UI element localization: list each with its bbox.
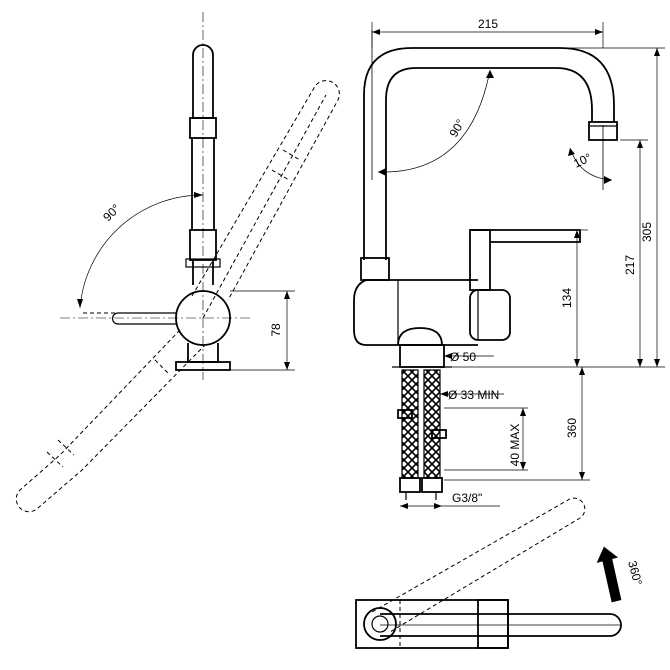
- outlet-tilt-label: 10°: [571, 150, 594, 170]
- dim-78-label: 78: [269, 323, 283, 337]
- dim-thread: G3/8": [400, 491, 500, 509]
- hole-min-label: Ø 33 MIN: [448, 388, 499, 402]
- dim-360: 360: [444, 367, 590, 481]
- thread-label: G3/8": [452, 491, 482, 505]
- dim-217-label: 217: [623, 255, 637, 275]
- dim-hole-50: Ø 50: [444, 350, 494, 364]
- side-swing-arc: 90°: [77, 192, 204, 309]
- dim-217: 217: [620, 139, 648, 367]
- front-spout: [360, 30, 618, 281]
- side-view: 90° 78: [15, 12, 340, 513]
- side-swing-label: 90°: [100, 201, 123, 224]
- front-body: [353, 279, 511, 368]
- side-lever: [82, 312, 176, 325]
- dim-305-label: 305: [640, 222, 654, 242]
- front-hoses: [397, 369, 447, 500]
- dim-134-label: 134: [560, 288, 574, 308]
- dim-215: 215: [371, 17, 604, 48]
- front-lever: [469, 229, 581, 291]
- dim-305: 305: [560, 47, 665, 367]
- side-spout-upright: [185, 44, 221, 285]
- front-view: 90° 10° 215 305: [353, 17, 665, 509]
- front-swing-label: 90°: [446, 117, 467, 140]
- hose-length-label: 360: [565, 418, 579, 438]
- dim-hole-33: Ø 33 MIN: [440, 388, 504, 402]
- dim-215-label: 215: [478, 17, 498, 31]
- dim-134: 134: [560, 229, 588, 367]
- hole-diameter-label: Ø 50: [450, 350, 476, 364]
- dim-78: 78: [230, 290, 295, 371]
- outlet-tilt: 10°: [568, 147, 613, 184]
- rotation-arrow: 360°: [596, 546, 645, 603]
- plan-view: 360°: [355, 497, 645, 649]
- thickness-max-label: 40 MAX: [508, 424, 522, 467]
- front-spout-swing: 90°: [377, 69, 494, 176]
- side-spout-rotated: [15, 80, 340, 513]
- side-hub: [175, 290, 231, 371]
- dim-40-max: 40 MAX: [444, 407, 528, 471]
- rotation-label: 360°: [625, 559, 645, 587]
